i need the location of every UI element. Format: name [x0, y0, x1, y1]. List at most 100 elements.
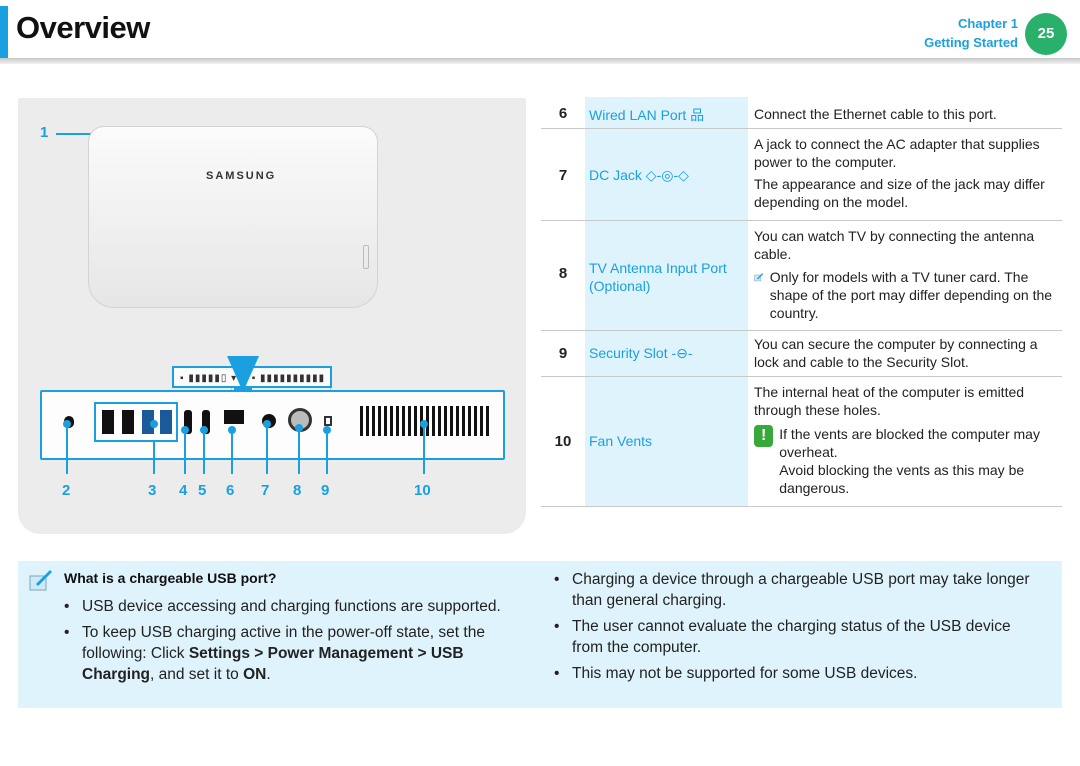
table-row: 8 TV Antenna Input Port (Optional) You c… — [541, 221, 1062, 331]
row-label-text: Security Slot -⊖- — [589, 345, 693, 362]
callout-5: 5 — [198, 482, 207, 499]
settings-path: Settings > Power Management > USB Chargi… — [82, 645, 464, 683]
row-label: Wired LAN Port 品 — [585, 97, 748, 128]
callout-10: 10 — [414, 482, 431, 499]
row-warning-text: If the vents are blocked the computer ma… — [779, 425, 1062, 497]
list-item: Charging a device through a chargeable U… — [554, 569, 1044, 611]
row-label-dc-jack: DC Jack — [589, 167, 642, 183]
row-desc: You can watch TV by connecting the anten… — [754, 227, 1062, 322]
row-warning: ! If the vents are blocked the computer … — [754, 425, 1062, 497]
brand-logo: SAMSUNG — [206, 170, 277, 182]
row-label-fan-vents: Fan Vents — [589, 433, 653, 449]
callout-6: 6 — [226, 482, 235, 499]
usb-port-c — [142, 410, 154, 434]
chapter-number: Chapter 1 — [958, 16, 1018, 31]
warning-icon: ! — [754, 425, 774, 447]
table-row: 10 Fan Vents The internal heat of the co… — [541, 377, 1062, 507]
dc-jack-icon: ◇-◎-◇ — [645, 167, 689, 183]
list-item-text: , and set it to — [150, 666, 244, 683]
security-slot-icon: -⊖- — [671, 345, 693, 361]
usb-port-a — [102, 410, 114, 434]
callout-2: 2 — [62, 482, 71, 499]
list-item: This may not be supported for some USB d… — [554, 663, 1044, 684]
note-pencil-icon — [754, 273, 764, 282]
row-number: 9 — [558, 345, 568, 362]
callout-8: 8 — [293, 482, 302, 499]
row-label: Fan Vents — [585, 377, 748, 506]
row-note-text: Only for models with a TV tuner card. Th… — [769, 269, 1053, 321]
table-row: 7 DC Jack ◇-◎-◇ A jack to connect the AC… — [541, 129, 1062, 221]
list-item: To keep USB charging active in the power… — [64, 622, 534, 685]
usb-port-b — [122, 410, 134, 434]
callout-7-line — [266, 424, 268, 474]
row-desc: A jack to connect the AC adapter that su… — [754, 135, 1062, 211]
row-number: 8 — [558, 265, 568, 282]
usb-note-box: What is a chargeable USB port? USB devic… — [18, 561, 1062, 708]
list-item: The user cannot evaluate the charging st… — [554, 616, 1044, 658]
note-right-list: Charging a device through a chargeable U… — [554, 569, 1044, 689]
callout-4-line — [184, 430, 186, 474]
callout-3-dot — [150, 420, 158, 428]
row-note: Only for models with a TV tuner card. Th… — [754, 268, 1062, 322]
callout-3-line — [153, 442, 155, 474]
callout-2-line — [66, 424, 68, 474]
usb-port-d — [160, 410, 172, 434]
callout-5-line — [203, 430, 205, 474]
warning-line: Avoid blocking the vents as this may be … — [779, 462, 1025, 496]
page-number-badge: 25 — [1025, 13, 1067, 55]
diagram-canvas: 1 SAMSUNG ▪ ▮▮▮▮▮▯ ▾ ● ▪ ▮▮▮▮▮▮▮▮▮▮ 2 3 — [18, 98, 526, 534]
table-row: 6 Wired LAN Port 品 Connect the Ethernet … — [541, 97, 1062, 129]
note-title: What is a chargeable USB port? — [64, 570, 277, 586]
port-5-shape — [202, 410, 210, 434]
warning-line: If the vents are blocked the computer ma… — [779, 426, 1040, 460]
callout-7: 7 — [261, 482, 270, 499]
security-slot-shape — [324, 416, 332, 426]
list-item-text: . — [266, 666, 271, 683]
lan-port-icon: 品 — [690, 107, 705, 123]
antenna-port-shape — [288, 408, 312, 432]
row-desc: Connect the Ethernet cable to this port. — [754, 106, 997, 122]
header-divider — [0, 58, 1080, 64]
row-desc-line: You can watch TV by connecting the anten… — [754, 228, 1035, 262]
setting-value: ON — [243, 666, 267, 683]
callout-9-line — [326, 430, 328, 474]
note-pencil-icon — [29, 570, 52, 591]
header-accent-bar — [0, 6, 8, 58]
rear-port-strip: ▪ ▮▮▮▮▮▯ ▾ ● ▪ ▮▮▮▮▮▮▮▮▮▮ — [172, 366, 332, 388]
row-label-text: DC Jack ◇-◎-◇ — [589, 167, 689, 184]
note-left-list: USB device accessing and charging functi… — [64, 596, 534, 690]
callout-4: 4 — [179, 482, 188, 499]
callout-6-line — [231, 430, 233, 474]
row-label: DC Jack ◇-◎-◇ — [585, 129, 748, 220]
list-item: USB device accessing and charging functi… — [64, 596, 534, 617]
callout-3: 3 — [148, 482, 157, 499]
row-label: TV Antenna Input Port (Optional) — [585, 221, 748, 330]
chapter-section: Getting Started — [924, 35, 1018, 50]
row-label-tv-antenna: TV Antenna Input Port (Optional) — [589, 260, 727, 294]
row-desc-line: The appearance and size of the jack may … — [754, 176, 1045, 210]
row-number: 10 — [554, 433, 572, 450]
row-label-wired-lan: Wired LAN Port — [589, 107, 687, 123]
lan-port-shape — [224, 410, 244, 424]
list-item-text: To keep USB charging active in the power… — [82, 624, 485, 662]
monitor-body: SAMSUNG — [88, 126, 378, 308]
row-label-security-slot: Security Slot — [589, 345, 668, 361]
row-label: Security Slot -⊖- — [585, 331, 748, 376]
side-button — [363, 245, 369, 269]
callout-10-line — [423, 424, 425, 474]
row-number: 7 — [558, 167, 568, 184]
row-desc: You can secure the computer by connectin… — [754, 336, 1038, 370]
port-4-shape — [184, 410, 192, 434]
row-desc-line: The internal heat of the computer is emi… — [754, 384, 1025, 418]
callout-1: 1 — [40, 124, 49, 141]
row-number: 6 — [558, 105, 568, 122]
callout-9: 9 — [321, 482, 330, 499]
table-row: 9 Security Slot -⊖- You can secure the c… — [541, 331, 1062, 377]
row-desc-line: A jack to connect the AC adapter that su… — [754, 136, 1040, 170]
row-desc: The internal heat of the computer is emi… — [754, 383, 1062, 497]
chapter-label: Chapter 1 Getting Started — [924, 14, 1018, 52]
zoom-arrow-top — [227, 356, 259, 392]
port-strip-glyph: ▪ ▮▮▮▮▮▯ ▾ ● ▪ ▮▮▮▮▮▮▮▮▮▮ — [180, 373, 326, 384]
callout-8-line — [298, 428, 300, 474]
page-title: Overview — [16, 10, 150, 45]
